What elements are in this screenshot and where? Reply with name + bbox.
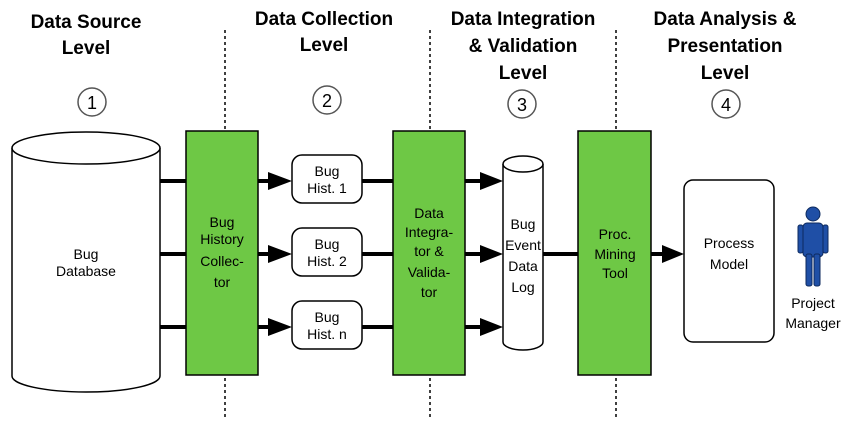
step-badge-1: 1 <box>77 87 107 117</box>
step-badge-2: 2 <box>312 85 342 115</box>
integrator-to-log-arrow-2 <box>465 245 503 263</box>
bug-history-2-line-2: Hist. 2 <box>307 253 347 269</box>
collector-label-line-4: tor <box>214 274 231 290</box>
person-head <box>805 206 821 222</box>
collector-box <box>185 130 259 376</box>
step-badge-3: 3 <box>507 89 537 119</box>
collector-to-history-n-arrow <box>258 318 292 336</box>
process-model-line-1: Process <box>704 235 755 251</box>
person-torso <box>802 222 824 258</box>
process-model: Process Model <box>683 179 775 343</box>
level-2-heading: Data Collection Level <box>255 9 393 56</box>
event-log-top <box>502 155 544 173</box>
person-right-leg <box>813 253 821 287</box>
person-icon <box>797 206 829 287</box>
mining-tool-label-line-3: Tool <box>602 265 628 281</box>
level-3-title-line-2: & Validation <box>469 36 578 57</box>
level-3-heading: Data Integration & Validation Level <box>451 9 596 84</box>
collector-to-history-1-arrow <box>258 172 292 190</box>
person-right-arm <box>822 224 829 254</box>
integrator-box <box>392 130 466 376</box>
integrator-to-log-head-2 <box>480 245 503 263</box>
integrator-label-line-4: Valida- <box>408 264 451 280</box>
step-badge-2-number: 2 <box>322 91 332 111</box>
level-4-heading: Data Analysis & Presentation Level <box>654 9 797 84</box>
person-left-arm <box>797 224 804 254</box>
collector-to-history-2-head <box>268 245 292 263</box>
level-4-title-line-2: Presentation <box>667 36 782 57</box>
event-log-label-line-1: Bug <box>511 216 536 232</box>
collector-to-history-2-arrow <box>258 245 292 263</box>
step-badge-4-number: 4 <box>721 95 731 115</box>
level-2-title-line-1: Data Collection <box>255 9 393 30</box>
event-log-label-line-4: Log <box>511 279 534 295</box>
bug-history-collector: Bug History Collec- tor <box>185 130 259 376</box>
step-badge-2-circle <box>312 85 342 115</box>
bug-database-cylinder: Bug Database <box>11 131 161 393</box>
integrator-label-line-5: tor <box>421 284 438 300</box>
integrator-to-log-head-3 <box>480 318 503 336</box>
mining-to-model-arrow <box>651 245 684 263</box>
collector-label-line-1: Bug <box>210 214 235 230</box>
collector-label-line-2: History <box>200 231 244 247</box>
mining-tool-label-line-1: Proc. <box>599 226 632 242</box>
collector-to-history-n-head <box>268 318 292 336</box>
bug-history-2-line-1: Bug <box>315 236 340 252</box>
database-cylinder-body <box>11 148 161 393</box>
step-badge-3-number: 3 <box>517 95 527 115</box>
bug-history-n-line-1: Bug <box>315 309 340 325</box>
level-1-title-line-2: Level <box>62 38 111 59</box>
bug-history-n-line-2: Hist. n <box>307 326 347 342</box>
collector-label-line-3: Collec- <box>200 253 244 269</box>
process-mining-tool: Proc. Mining Tool <box>577 130 652 376</box>
integrator-to-log-arrow-3 <box>465 318 503 336</box>
integrator-label-line-3: tor & <box>414 243 444 259</box>
mining-to-model-head <box>662 245 684 263</box>
database-cylinder-top <box>11 131 161 165</box>
level-1-heading: Data Source Level <box>31 12 142 59</box>
bug-history-1: Bug Hist. 1 <box>291 154 363 204</box>
step-badge-4: 4 <box>711 89 741 119</box>
bug-history-n: Bug Hist. n <box>291 300 363 350</box>
step-badge-4-circle <box>711 89 741 119</box>
step-badge-1-circle <box>77 87 107 117</box>
integrator-label-line-1: Data <box>414 205 444 221</box>
process-model-box <box>683 179 775 343</box>
database-label-line-2: Database <box>56 263 116 279</box>
actor-label-line-1: Project <box>791 295 835 311</box>
event-log-label-line-2: Event <box>505 237 541 253</box>
level-2-title-line-2: Level <box>300 35 349 56</box>
mining-tool-box <box>577 130 652 376</box>
level-1-title-line-1: Data Source <box>31 12 142 33</box>
database-label-line-1: Bug <box>74 246 99 262</box>
process-model-line-2: Model <box>710 256 748 272</box>
actor-label-line-2: Manager <box>785 315 841 331</box>
bug-history-2: Bug Hist. 2 <box>291 227 363 277</box>
event-log-label-line-3: Data <box>508 258 538 274</box>
collector-to-history-1-head <box>268 172 292 190</box>
bug-history-1-line-2: Hist. 1 <box>307 180 347 196</box>
level-3-title-line-3: Level <box>499 63 548 84</box>
level-4-title-line-1: Data Analysis & <box>654 9 797 30</box>
integrator-to-log-head-1 <box>480 172 503 190</box>
bug-history-1-line-1: Bug <box>315 163 340 179</box>
bug-event-data-log-cylinder: Bug Event Data Log <box>502 155 544 351</box>
step-badge-1-number: 1 <box>87 93 97 113</box>
integrator-label-line-2: Integra- <box>405 224 454 240</box>
mining-tool-label-line-2: Mining <box>594 246 635 262</box>
event-log-body <box>502 164 544 351</box>
step-badge-3-circle <box>507 89 537 119</box>
level-3-title-line-1: Data Integration <box>451 9 596 30</box>
person-left-leg <box>805 253 813 287</box>
level-4-title-line-3: Level <box>701 63 750 84</box>
integrator-to-log-arrow-1 <box>465 172 503 190</box>
data-integrator-validator: Data Integra- tor & Valida- tor <box>392 130 466 376</box>
